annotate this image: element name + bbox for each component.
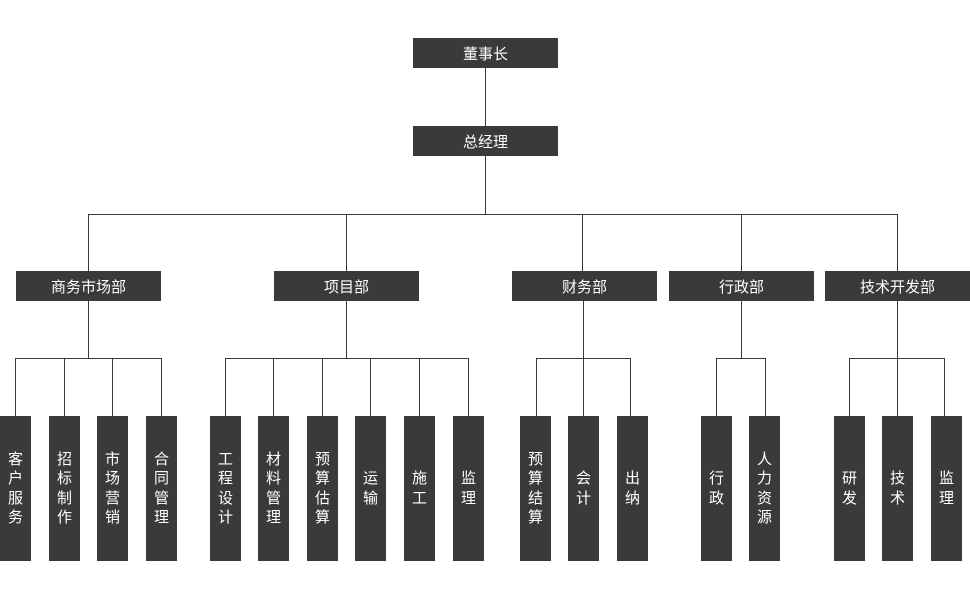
unit-node: 行政 (701, 416, 732, 561)
chairman-node: 董事长 (413, 38, 558, 68)
unit-node: 监理 (453, 416, 484, 561)
unit-node: 合同管理 (146, 416, 177, 561)
dept-label: 财务部 (561, 277, 607, 296)
unit-node: 招标制作 (49, 416, 80, 561)
unit-node: 市场营销 (97, 416, 128, 561)
unit-label: 出纳 (624, 469, 640, 507)
unit-label: 工程设计 (217, 449, 233, 527)
unit-label: 招标制作 (56, 449, 72, 527)
dept-label: 商务市场部 (50, 277, 126, 296)
unit-label: 客户服务 (7, 449, 23, 527)
unit-label: 施工 (411, 469, 427, 507)
unit-node: 运输 (355, 416, 386, 561)
unit-node: 工程设计 (210, 416, 241, 561)
unit-label: 监理 (938, 469, 954, 507)
unit-label: 研发 (841, 469, 857, 507)
unit-label: 技术 (889, 469, 905, 507)
unit-label: 行政 (708, 469, 724, 507)
unit-label: 人力资源 (756, 449, 772, 527)
unit-node: 监理 (931, 416, 962, 561)
unit-node: 施工 (404, 416, 435, 561)
unit-label: 监理 (460, 469, 476, 507)
unit-node: 出纳 (617, 416, 648, 561)
dept-label: 项目部 (323, 277, 369, 296)
unit-node: 预算结算 (520, 416, 551, 561)
unit-label: 预算估算 (314, 449, 330, 527)
unit-label: 合同管理 (153, 449, 169, 527)
dept-node: 商务市场部 (16, 271, 161, 301)
dept-label: 行政部 (718, 277, 764, 296)
unit-node: 技术 (882, 416, 913, 561)
unit-label: 运输 (362, 469, 378, 507)
unit-node: 研发 (834, 416, 865, 561)
dept-node: 项目部 (274, 271, 419, 301)
dept-node: 技术开发部 (825, 271, 970, 301)
gm-node: 总经理 (413, 126, 558, 156)
unit-node: 客户服务 (0, 416, 31, 561)
unit-label: 会计 (575, 469, 591, 507)
unit-node: 人力资源 (749, 416, 780, 561)
gm-label: 总经理 (462, 132, 508, 151)
dept-node: 行政部 (669, 271, 814, 301)
dept-label: 技术开发部 (859, 277, 935, 296)
unit-label: 预算结算 (527, 449, 543, 527)
unit-node: 会计 (568, 416, 599, 561)
unit-label: 材料管理 (265, 449, 281, 527)
unit-label: 市场营销 (104, 449, 120, 527)
unit-node: 预算估算 (307, 416, 338, 561)
chairman-label: 董事长 (462, 44, 508, 63)
unit-node: 材料管理 (258, 416, 289, 561)
dept-node: 财务部 (512, 271, 657, 301)
